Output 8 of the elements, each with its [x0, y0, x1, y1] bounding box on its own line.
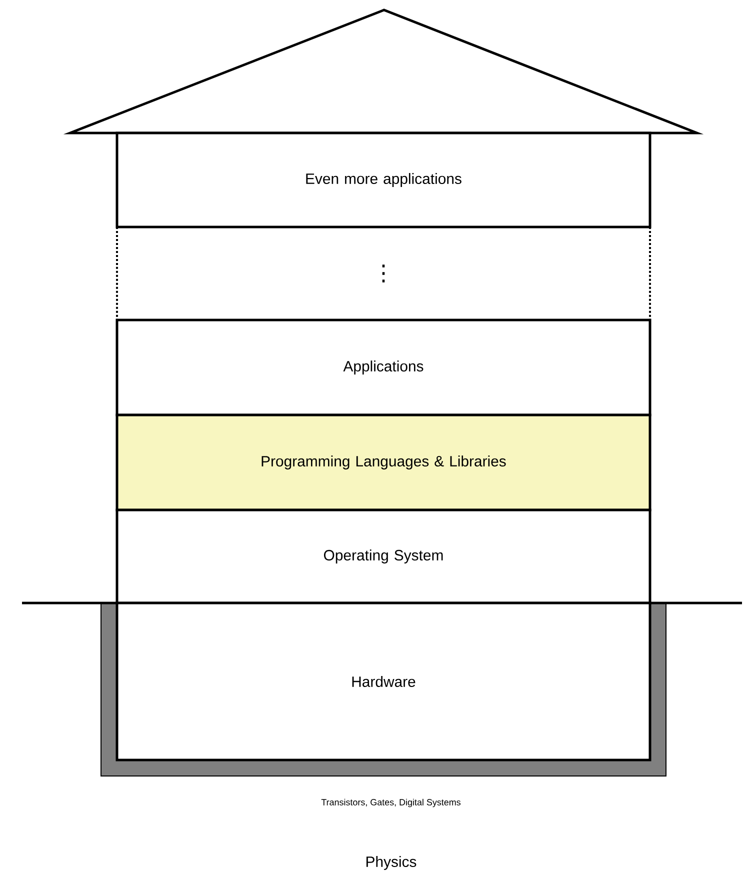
layer-box: Even more applications	[116, 132, 652, 228]
layer-box: Operating System	[116, 508, 652, 604]
caption-text: Physics	[366, 856, 416, 870]
ellipsis-band: ⋮	[116, 227, 651, 320]
layer-box: Hardware	[116, 602, 652, 762]
layer-box: Applications	[116, 318, 652, 416]
layer-box: Programming Languages & Libraries	[116, 414, 652, 512]
caption-text: Transistors, Gates, Digital Systems	[321, 798, 460, 808]
